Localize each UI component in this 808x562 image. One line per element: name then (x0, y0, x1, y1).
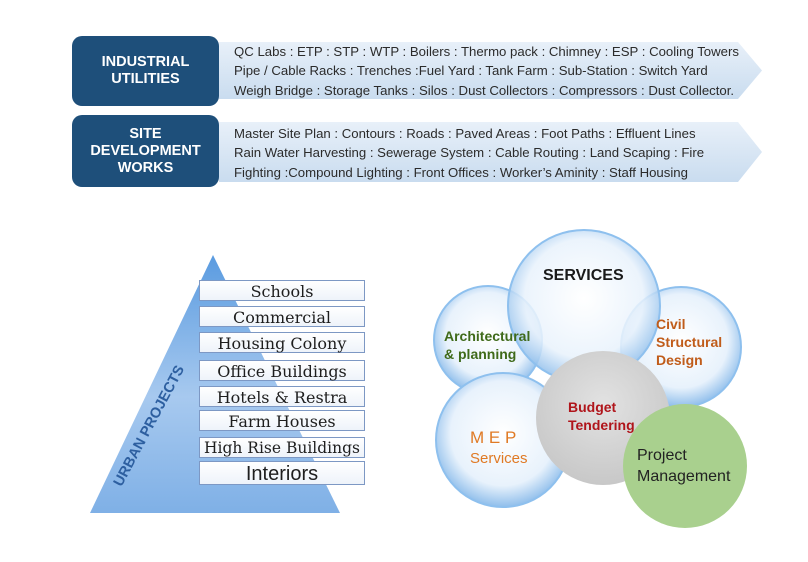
urban-item-schools: Schools (199, 280, 365, 301)
site-items: Master Site Plan : Contours : Roads : Pa… (234, 124, 704, 182)
label-line: SITE (129, 125, 162, 142)
urban-item-housing-colony: Housing Colony (199, 332, 365, 353)
text-line: Tendering (568, 417, 635, 434)
site-development-label: SITE DEVELOPMENT WORKS (72, 115, 219, 187)
text-line: Structural (656, 334, 723, 351)
industrial-utilities-label: INDUSTRIAL UTILITIES (72, 36, 219, 106)
architectural-text: Architectural & planning (444, 327, 530, 363)
services-title: SERVICES (543, 267, 624, 284)
urban-item-office-buildings: Office Buildings (199, 360, 365, 381)
project-management-text: Project Management (637, 446, 730, 488)
items-line: QC Labs : ETP : STP : WTP : Boilers : Th… (234, 44, 739, 59)
mep-text: M E P Services (470, 427, 528, 469)
civil-text: Civil Structural Design (656, 315, 722, 370)
items-line: Master Site Plan : Contours : Roads : Pa… (234, 126, 696, 141)
site-label-bg (72, 115, 219, 187)
items-line: Fighting :Compound Lighting : Front Offi… (234, 164, 688, 180)
label-line: INDUSTRIAL (101, 54, 190, 70)
site-arrow (219, 122, 762, 182)
text-line: & planning (444, 346, 517, 363)
text-line: M E P (470, 428, 517, 447)
label-line: WORKS (117, 159, 174, 176)
label-line: UTILITIES (111, 71, 180, 87)
budget-text: Budget Tendering (568, 398, 635, 434)
urban-item-hotels: Hotels & Restra (199, 386, 365, 407)
industrial-arrow (219, 42, 762, 99)
urban-item-high-rise: High Rise Buildings (199, 437, 365, 458)
text-line: Design (656, 352, 703, 369)
items-line: Weigh Bridge : Storage Tanks : Silos : D… (234, 82, 735, 98)
label-line: DEVELOPMENT (90, 142, 201, 159)
industrial-label-bg (72, 36, 219, 106)
items-line: Pipe / Cable Racks : Trenches :Fuel Yard… (234, 63, 708, 79)
text-line: Services (470, 450, 528, 468)
items-line: Rain Water Harvesting : Sewerage System … (234, 145, 705, 161)
urban-item-commercial: Commercial (199, 306, 365, 327)
text-line: Project (637, 447, 687, 464)
project-bubble (623, 404, 747, 528)
urban-item-interiors: Interiors (199, 461, 365, 485)
text-line: Civil (656, 316, 686, 332)
text-line: Budget (568, 399, 617, 415)
text-line: Management (637, 467, 731, 485)
industrial-items: QC Labs : ETP : STP : WTP : Boilers : Th… (234, 42, 739, 100)
text-line: Architectural (444, 328, 531, 344)
urban-item-farm-houses: Farm Houses (199, 410, 365, 431)
